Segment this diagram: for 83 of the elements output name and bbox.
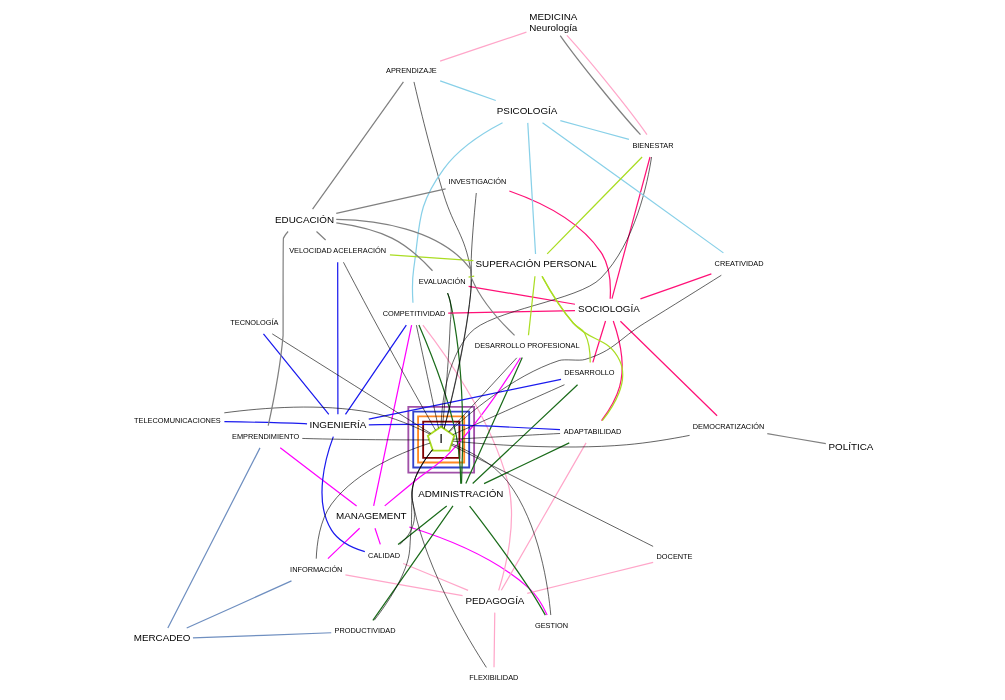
connector <box>766 433 826 445</box>
connector <box>411 449 487 668</box>
connector <box>467 285 576 305</box>
node-text: ADMINISTRACIÓN <box>417 488 503 500</box>
connector <box>367 378 562 420</box>
connector <box>482 442 570 485</box>
connector <box>540 275 623 422</box>
connector <box>383 357 521 507</box>
node-text: POLÍTICA <box>828 441 873 453</box>
connector <box>508 190 611 300</box>
connector <box>311 81 404 210</box>
node-text: MEDICINA Neurología <box>528 10 577 33</box>
connector <box>559 120 630 140</box>
connector <box>185 580 292 629</box>
connector <box>344 574 463 597</box>
connector <box>223 420 308 425</box>
connector <box>262 333 329 415</box>
connector <box>471 384 578 485</box>
connector <box>610 156 651 300</box>
node-text: EDUCACIÓN <box>274 213 334 225</box>
connector <box>335 222 433 272</box>
connector <box>373 449 433 621</box>
connector <box>451 384 565 435</box>
connector <box>526 122 536 255</box>
connector <box>439 31 527 62</box>
connector <box>527 275 536 336</box>
connector <box>441 292 451 428</box>
connector <box>450 443 551 616</box>
connector <box>639 273 712 300</box>
connector <box>301 438 429 441</box>
connector <box>417 324 461 485</box>
node-text: INGENIERÍA <box>309 418 366 430</box>
connector <box>223 406 430 435</box>
connector <box>468 505 546 616</box>
connector <box>421 324 512 591</box>
connector <box>396 505 447 546</box>
connector <box>492 612 495 668</box>
connector <box>166 447 261 629</box>
connector <box>440 156 652 427</box>
connector <box>411 122 503 304</box>
connector <box>591 320 606 363</box>
connector <box>267 230 289 427</box>
connector <box>408 526 548 616</box>
connector <box>342 261 436 431</box>
connector <box>315 230 326 241</box>
connector <box>335 218 515 336</box>
node-text: MERCADEO <box>133 632 191 644</box>
connector <box>541 275 591 363</box>
connector <box>373 527 381 545</box>
connector <box>279 447 357 507</box>
connector <box>191 632 332 639</box>
connector <box>500 442 587 591</box>
connector <box>464 356 523 485</box>
connector <box>335 188 446 214</box>
connector <box>619 320 718 417</box>
connector <box>315 442 431 559</box>
connector <box>439 80 496 102</box>
node-text: PEDAGOGÍA <box>464 594 524 606</box>
connector <box>372 324 412 507</box>
connector <box>336 261 338 415</box>
node-text: SOCIOLOGÍA <box>577 303 640 315</box>
connector <box>600 320 623 422</box>
connector <box>447 357 517 433</box>
connector <box>541 122 724 254</box>
connector <box>415 324 439 429</box>
connector <box>451 435 690 448</box>
connector <box>344 324 407 415</box>
connector <box>320 435 365 553</box>
node-text: MANAGEMENT <box>335 510 407 522</box>
connector <box>447 310 576 314</box>
connector <box>271 333 431 434</box>
connector <box>388 254 474 262</box>
node-text: PSICOLOGÍA <box>496 104 557 116</box>
connector <box>413 81 471 430</box>
node-text: SUPERACIÓN PERSONAL <box>475 258 597 270</box>
connector <box>402 562 469 591</box>
connector <box>526 561 654 595</box>
connector <box>367 423 561 431</box>
connector <box>452 433 560 440</box>
connector <box>546 156 643 255</box>
connector <box>371 505 454 621</box>
connector <box>326 527 360 560</box>
connector <box>450 444 653 547</box>
